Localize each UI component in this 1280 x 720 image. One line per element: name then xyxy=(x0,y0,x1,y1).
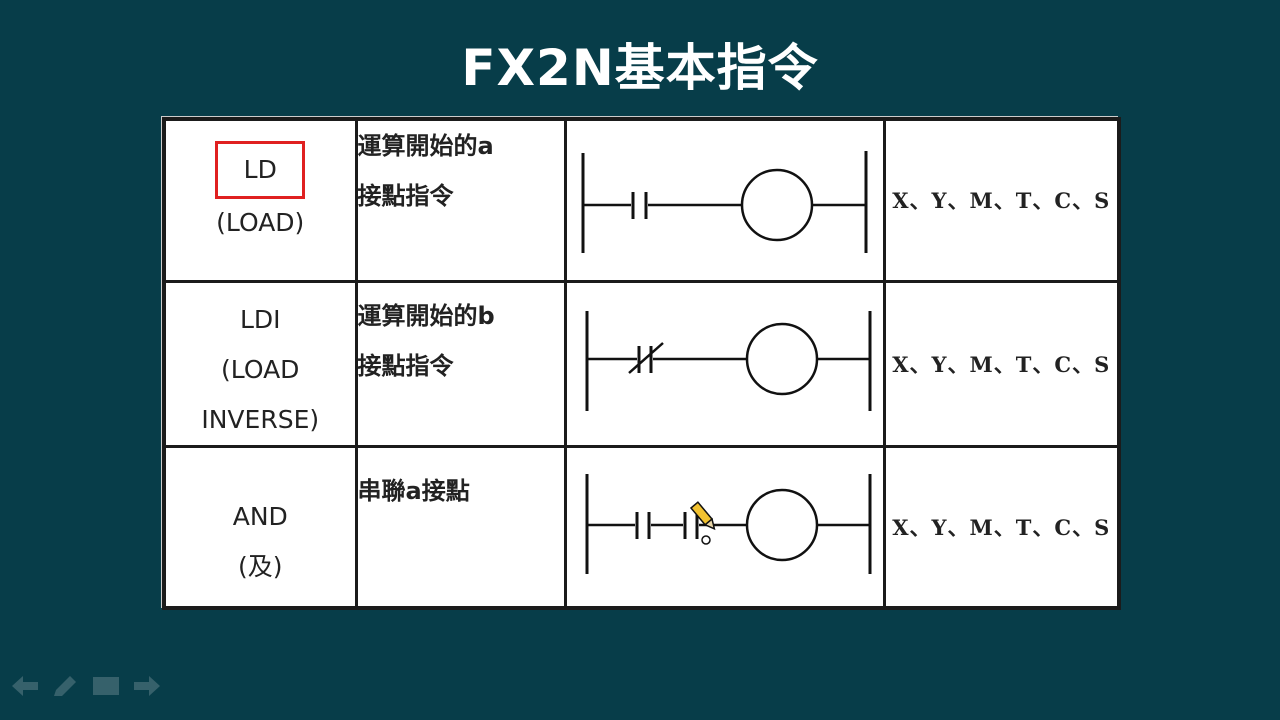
description-cell: 運算開始的a 接點指令 xyxy=(354,117,567,283)
instruction-name: LD xyxy=(243,155,277,184)
description-line: 接點指令 xyxy=(357,351,454,380)
description-line: 運算開始的b xyxy=(357,301,495,330)
ladder-cell xyxy=(563,444,886,610)
ladder-diagram-nc-contact xyxy=(585,310,871,411)
operands-text: X、Y、M、T、C、S xyxy=(892,514,1111,540)
menu-icon[interactable] xyxy=(92,676,120,702)
instruction-cell: LD (LOAD) xyxy=(162,117,358,283)
instruction-full-name: (LOAD) xyxy=(216,208,305,237)
ladder-diagram-series-contacts xyxy=(585,473,871,574)
description-line: 串聯a接點 xyxy=(357,476,470,505)
coil xyxy=(745,488,818,561)
pencil-cursor-icon xyxy=(689,500,715,530)
operands-text: X、Y、M、T、C、S xyxy=(892,351,1111,377)
coil xyxy=(740,168,813,242)
pen-icon[interactable] xyxy=(52,676,78,702)
instruction-cell: AND (及) xyxy=(162,444,358,610)
description-line: 運算開始的a xyxy=(357,132,494,160)
ladder-cell xyxy=(563,279,886,448)
operands-cell: X、Y、M、T、C、S xyxy=(882,117,1121,283)
ladder-cell xyxy=(563,117,886,283)
contact-slash xyxy=(627,341,664,374)
operands-text: X、Y、M、T、C、S xyxy=(892,188,1111,214)
table-row-and: AND (及) 串聯a接點 xyxy=(162,444,1121,610)
forward-arrow-icon[interactable] xyxy=(134,676,160,702)
table-row-ld: LD (LOAD) 運算開始的a 接點指令 xyxy=(162,117,1121,283)
operands-cell: X、Y、M、T、C、S xyxy=(882,444,1121,610)
instruction-highlight-box: LD xyxy=(215,141,306,199)
slide-navigation xyxy=(12,676,160,702)
instruction-full-name: (及) xyxy=(237,551,283,581)
description-line: 接點指令 xyxy=(357,182,454,210)
instruction-full-name: INVERSE) xyxy=(201,404,320,434)
instruction-table: LD (LOAD) 運算開始的a 接點指令 xyxy=(162,117,1121,610)
ladder-diagram-no-contact xyxy=(581,151,867,253)
coil xyxy=(745,322,818,395)
description-cell: 運算開始的b 接點指令 xyxy=(354,279,567,448)
operands-cell: X、Y、M、T、C、S xyxy=(882,279,1121,448)
back-arrow-icon[interactable] xyxy=(12,676,38,702)
instruction-cell: LDI (LOAD INVERSE) xyxy=(162,279,358,448)
description-cell: 串聯a接點 xyxy=(354,444,567,610)
instruction-name: AND xyxy=(232,501,288,531)
instruction-full-name: (LOAD xyxy=(221,354,300,384)
slide-title: FX2N基本指令 xyxy=(461,39,819,97)
table-row-ldi: LDI (LOAD INVERSE) 運算開始的b 接點指令 xyxy=(162,279,1121,448)
instruction-name: LDI xyxy=(239,304,281,334)
